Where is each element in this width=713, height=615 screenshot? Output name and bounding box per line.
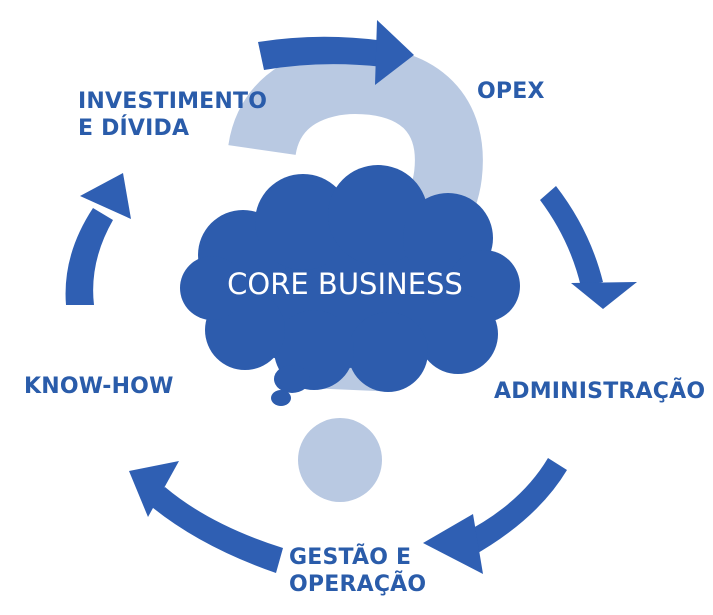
arrow-to-investimento-icon: [65, 173, 131, 305]
node-gestao-line2: OPERAÇÃO: [289, 572, 427, 597]
cycle-arrows: [65, 20, 637, 574]
node-know-how: KNOW-HOW: [24, 374, 174, 399]
node-gestao-line1: GESTÃO E: [289, 545, 412, 570]
arrow-to-opex-icon: [258, 20, 414, 85]
node-gestao-operacao: GESTÃO E OPERAÇÃO: [289, 544, 426, 598]
cloud-shape: [180, 165, 520, 406]
node-opex: OPEX: [477, 79, 545, 104]
node-investimento-line2: E DÍVIDA: [78, 116, 190, 141]
arrow-to-gestao-icon: [423, 458, 567, 574]
core-business-label: CORE BUSINESS: [227, 267, 463, 301]
node-investimento-line1: INVESTIMENTO: [78, 89, 268, 114]
arrow-to-knowhow-icon: [129, 461, 283, 573]
node-administracao: ADMINISTRAÇÃO: [494, 379, 706, 404]
question-mark-dot: [298, 418, 382, 502]
node-investimento-divida: INVESTIMENTO E DÍVIDA: [78, 88, 267, 142]
arrow-to-administracao-icon: [540, 186, 637, 309]
